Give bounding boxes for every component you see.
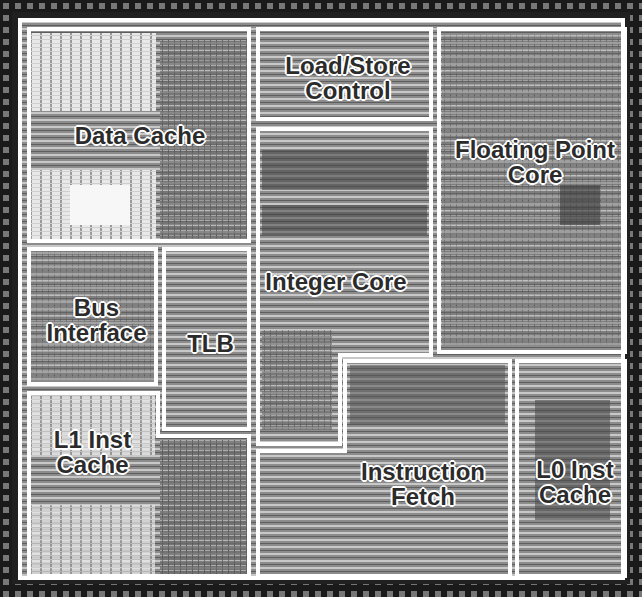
block-label: Bus Interface [35,295,158,345]
logic-block [262,205,427,235]
block-label: Load/Store Control [266,53,431,103]
floorplan-block: L1 Inst Cache [27,391,251,578]
block-label: TLB [170,331,251,356]
block-label: Integer Core [261,269,411,294]
floorplan-block: Load/Store Control [256,27,433,121]
floorplan-block: TLB [162,247,251,431]
block-label: Instruction Fetch [338,459,508,509]
die-area [18,18,625,580]
floorplan-block: Instruction Fetch [256,359,512,578]
die-edge [12,12,630,584]
logic-block [442,35,622,345]
block-outline [27,391,251,578]
cache-array [31,505,155,575]
block-label: L1 Inst Cache [31,427,154,477]
die-frame [20,20,623,578]
block-label: Floating Point Core [445,137,625,187]
block-label: L0 Inst Cache [523,457,627,507]
logic-block [160,440,248,575]
logic-block [560,185,600,225]
block-outline [29,393,249,576]
cache-array [70,185,130,225]
logic-block [262,150,427,190]
block-label: Data Cache [35,123,245,148]
floorplan-block: L0 Inst Cache [515,359,627,578]
block-outline [258,361,510,576]
logic-block [350,365,505,425]
cache-array [31,33,156,111]
cache-array [31,170,156,240]
logic-block [262,330,332,430]
floorplan-block: Bus Interface [27,247,158,386]
floorplan-block: Floating Point Core [437,27,627,354]
floorplan-block: Data Cache [27,27,251,243]
